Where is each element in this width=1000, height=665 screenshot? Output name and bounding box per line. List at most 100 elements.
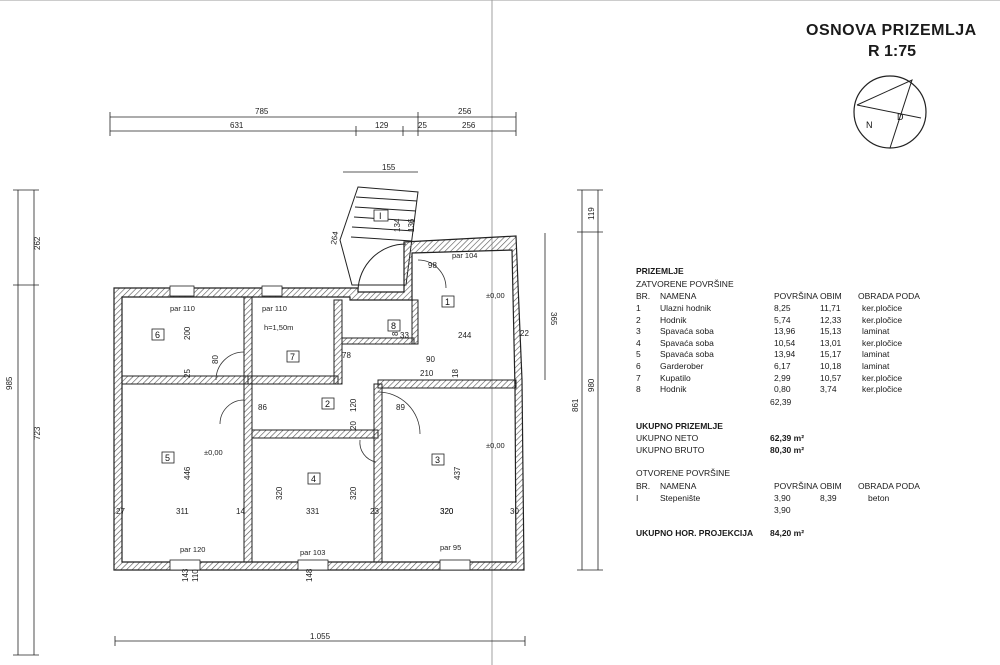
top-dimension-lines bbox=[109, 112, 517, 173]
room-7-par: par 110 bbox=[262, 304, 287, 313]
dim-left-262: 262 bbox=[33, 236, 42, 250]
room-2-number: 2 bbox=[325, 399, 330, 409]
dim-top-256: 256 bbox=[458, 107, 472, 116]
svg-text:80: 80 bbox=[211, 355, 220, 364]
projection-value: 84,20 m² bbox=[770, 528, 805, 538]
svg-text:331: 331 bbox=[306, 507, 320, 516]
left-dimension-lines bbox=[13, 189, 39, 656]
dim-left-723: 723 bbox=[33, 426, 42, 440]
svg-text:90: 90 bbox=[426, 355, 435, 364]
bottom-dimension-line bbox=[114, 636, 526, 646]
svg-text:86: 86 bbox=[258, 403, 267, 412]
totals-heading: UKUPNO PRIZEMLJE bbox=[636, 421, 723, 431]
svg-text:437: 437 bbox=[453, 466, 462, 480]
dim-right-980: 980 bbox=[587, 378, 596, 392]
svg-text:200: 200 bbox=[183, 326, 192, 340]
svg-text:320: 320 bbox=[440, 507, 454, 516]
room-5-par: par 120 bbox=[180, 545, 205, 554]
open-total: 3,90 bbox=[774, 505, 791, 515]
svg-text:136: 136 bbox=[407, 218, 416, 232]
svg-text:311: 311 bbox=[176, 507, 189, 516]
bruto-value: 80,30 m² bbox=[770, 445, 805, 455]
svg-text:22: 22 bbox=[520, 329, 529, 338]
svg-text:320: 320 bbox=[349, 486, 358, 500]
room-6-par: par 110 bbox=[170, 304, 195, 313]
svg-text:110: 110 bbox=[191, 569, 200, 582]
table-section: PRIZEMLJE bbox=[636, 266, 684, 276]
svg-text:N: N bbox=[866, 120, 873, 130]
sheet-scale: R 1:75 bbox=[868, 43, 917, 60]
svg-text:33: 33 bbox=[400, 331, 409, 340]
dim-top-785: 785 bbox=[255, 107, 269, 116]
staircase bbox=[339, 186, 419, 291]
dim-top-631: 631 bbox=[230, 121, 244, 130]
right-dimension-lines bbox=[544, 189, 603, 571]
room-labels: 1 par 104 ±0,00 2 3 par 95 ±0,00 4 par 1… bbox=[151, 209, 505, 557]
projection-label: UKUPNO HOR. PROJEKCIJA bbox=[636, 528, 754, 538]
room-1-par: par 104 bbox=[452, 251, 477, 260]
north-arrow-icon: N D bbox=[853, 75, 927, 149]
dim-top-25: 25 bbox=[418, 121, 427, 130]
svg-text:30: 30 bbox=[510, 507, 519, 516]
room-3-level: ±0,00 bbox=[486, 441, 505, 450]
svg-text:20: 20 bbox=[349, 421, 358, 430]
svg-text:14: 14 bbox=[236, 507, 245, 516]
svg-text:98: 98 bbox=[428, 261, 437, 270]
svg-text:143: 143 bbox=[181, 568, 190, 582]
inner-walls bbox=[121, 296, 517, 563]
dim-room1-365: 365 bbox=[549, 312, 558, 326]
open-row: I Stepenište 3,90 8,39 beton bbox=[636, 493, 890, 503]
room-5-level: ±0,00 bbox=[204, 448, 223, 457]
dim-top-256b: 256 bbox=[462, 121, 476, 130]
svg-text:210: 210 bbox=[420, 369, 434, 378]
svg-text:244: 244 bbox=[458, 331, 472, 340]
svg-text:23: 23 bbox=[370, 507, 379, 516]
room-4-par: par 103 bbox=[300, 548, 325, 557]
svg-text:89: 89 bbox=[396, 403, 405, 412]
svg-text:25: 25 bbox=[183, 369, 192, 378]
closed-heading: ZATVORENE POVRŠINE bbox=[636, 279, 734, 289]
room-7-number: 7 bbox=[290, 352, 295, 362]
room-6-number: 6 bbox=[155, 330, 160, 340]
closed-total: 62,39 bbox=[770, 397, 792, 407]
svg-text:27: 27 bbox=[116, 507, 125, 516]
room-3-par: par 95 bbox=[440, 543, 461, 552]
dim-stair-length: 264 bbox=[329, 230, 340, 245]
open-header-row: BR. NAMENA POVRŠINA OBIM OBRADA PODA bbox=[636, 481, 920, 491]
room-4-number: 4 bbox=[311, 474, 316, 484]
dim-stair-width: 155 bbox=[382, 163, 396, 172]
room-1-number: 1 bbox=[445, 297, 450, 307]
svg-text:78: 78 bbox=[342, 351, 351, 360]
door-swings bbox=[215, 259, 447, 463]
svg-text:320: 320 bbox=[275, 486, 284, 500]
neto-label: UKUPNO NETO bbox=[636, 433, 699, 443]
windows bbox=[169, 285, 471, 571]
stair-number: I bbox=[379, 211, 382, 221]
svg-text:320: 320 bbox=[440, 507, 454, 516]
svg-text:120: 120 bbox=[349, 398, 358, 412]
room-1-level: ±0,00 bbox=[486, 291, 505, 300]
table-header-row: BR. NAMENA POVRŠINA OBIM OBRADA PODA bbox=[636, 291, 920, 301]
open-heading: OTVORENE POVRŠINE bbox=[636, 468, 730, 478]
dim-right-861: 861 bbox=[571, 398, 580, 412]
inner-dimensions: 134 136 22 244 33 78 82 90 98 89 80 86 1… bbox=[116, 218, 529, 582]
dim-top-129: 129 bbox=[375, 121, 389, 130]
room-7-note: h=1,50m bbox=[264, 323, 293, 332]
svg-text:18: 18 bbox=[451, 369, 460, 378]
svg-text:D: D bbox=[897, 112, 904, 122]
room-5-number: 5 bbox=[165, 453, 170, 463]
dim-bottom-1055: 1.055 bbox=[310, 632, 331, 641]
svg-text:148: 148 bbox=[305, 568, 314, 582]
bruto-label: UKUPNO BRUTO bbox=[636, 445, 705, 455]
dim-right-119: 119 bbox=[587, 207, 596, 220]
room-3-number: 3 bbox=[435, 455, 440, 465]
neto-value: 62,39 m² bbox=[770, 433, 805, 443]
sheet-title: OSNOVA PRIZEMLJA bbox=[806, 22, 977, 39]
